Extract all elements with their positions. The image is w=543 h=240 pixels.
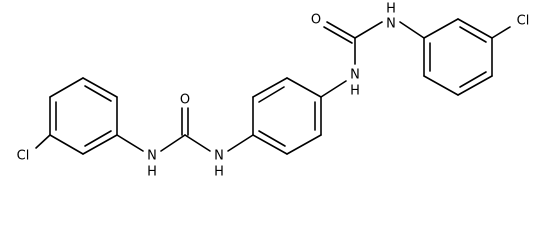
oxygen-right-label: O	[311, 13, 321, 28]
c-cl-bond-left	[35, 134, 51, 149]
n-ring-bond-2	[227, 134, 254, 152]
oxygen-left-label: O	[180, 93, 190, 108]
ring-n-bond-3	[320, 80, 347, 98]
c-cl-bond-right	[491, 26, 511, 39]
chlorine-right-label: Cl	[517, 14, 530, 29]
n-ring-bond-4	[399, 21, 425, 39]
chemical-structure-diagram: Cl N H O N H N H O H N	[17, 2, 530, 180]
left-chlorophenyl-ring	[49, 77, 118, 155]
right-chlorophenyl-ring	[423, 18, 493, 96]
c-n-bond-2	[184, 134, 211, 152]
chlorine-left-label: Cl	[17, 149, 30, 164]
central-phenylene-ring	[252, 77, 322, 155]
hydrogen-4-label: H	[386, 2, 396, 17]
c-n-bond-4	[354, 21, 383, 39]
nitrogen-4-label: N	[386, 17, 396, 32]
hydrogen-2-label: H	[214, 165, 224, 180]
carbonyl-bond-right-a	[326, 21, 356, 39]
n-c-bond-1	[160, 134, 186, 152]
nitrogen-1-label: N	[147, 149, 157, 164]
ring-n-bond-1	[116, 134, 144, 152]
nitrogen-2-label: N	[214, 149, 224, 164]
nitrogen-3-label: N	[350, 68, 360, 83]
hydrogen-1-label: H	[147, 165, 157, 180]
hydrogen-3-label: H	[350, 84, 360, 99]
carbonyl-bond-right-b	[323, 26, 353, 44]
